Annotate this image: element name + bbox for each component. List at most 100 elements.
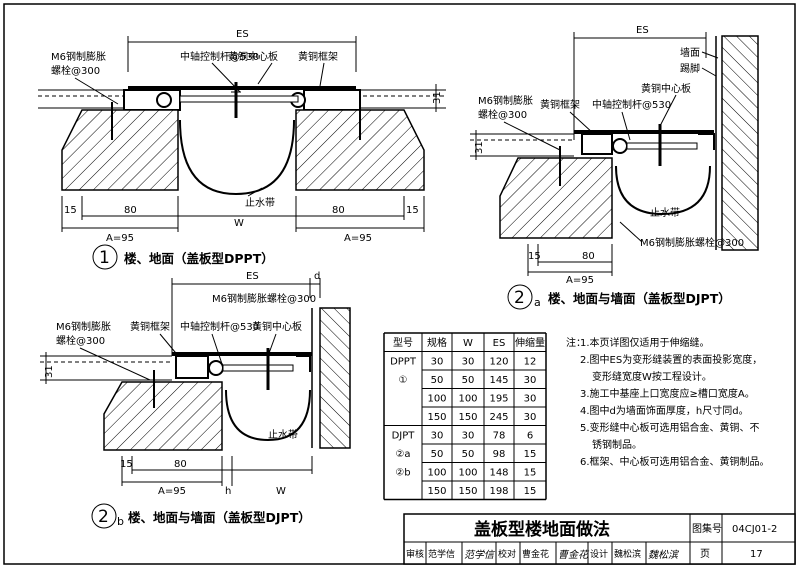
d1-rod-label: 中轴控制杆@530: [180, 50, 259, 63]
table-model-cell: DPPT: [390, 357, 417, 368]
d2a-dim-a95: A=95: [566, 275, 594, 286]
table-cell: 98: [493, 449, 506, 460]
note-line-5: 4.图中d为墙面饰面厚度，h尺寸同d。: [580, 404, 749, 417]
d1-number: 1: [99, 248, 110, 268]
d2a-water-stop-label: 止水带: [650, 207, 680, 219]
table-cell: 100: [427, 468, 446, 479]
d1-frame-label: 黄铜框架: [298, 50, 338, 63]
table-cell: 145: [489, 375, 508, 386]
check-label: 校对: [498, 548, 516, 560]
page-number: 17: [750, 549, 763, 560]
table-cell: 30: [431, 357, 444, 368]
d2b-dim-31: 31: [44, 365, 55, 378]
d2a-dim-15: 15: [528, 251, 541, 262]
note-line-4: 3.施工中基座上口宽度应≥槽口宽度A。: [580, 387, 755, 400]
table-cell: 100: [458, 394, 477, 405]
d2a-bolt-label-1: M6钢制膨胀: [478, 94, 533, 107]
d2a-es-label: ES: [636, 25, 649, 36]
d2b-sub: b: [117, 515, 124, 528]
title-block-title: 盖板型楼地面做法: [474, 519, 610, 540]
note-line-7: 锈钢制品。: [592, 438, 642, 451]
d2a-sub: a: [534, 296, 541, 309]
table-header-cell: 伸缩量: [515, 336, 545, 349]
table-cell: 148: [489, 468, 508, 479]
d1-dim-15b: 15: [406, 205, 419, 216]
d2a-title: 楼、地面与墙面（盖板型DJPT）: [548, 291, 731, 306]
review-label: 审核: [406, 548, 424, 560]
note-line-2: 2.图中ES为变形缝装置的表面投影宽度，: [580, 353, 762, 366]
table-model-cell: ②b: [395, 468, 410, 479]
table-cell: 120: [489, 357, 508, 368]
d2a-dim-80: 80: [582, 251, 595, 262]
table-cell: 198: [489, 486, 508, 497]
table-cell: 30: [431, 431, 444, 442]
table-model-cell: DJPT: [392, 431, 416, 442]
table-cell: 30: [462, 431, 475, 442]
table-cell: 30: [524, 375, 537, 386]
d2b-dim-w: W: [276, 486, 286, 497]
detail-2a: ES 墙面 踢脚 黄铜中心板 M6钢制膨胀 螺栓@300 黄铜框架 中轴控制杆@…: [470, 25, 759, 310]
d1-es-label: ES: [236, 29, 249, 40]
d2a-bolt-label-2: 螺栓@300: [478, 108, 527, 121]
atlas-label: 图集号: [692, 522, 722, 535]
note-line-6: 5.变形缝中心板可选用铝合金、黄铜、不: [580, 421, 760, 434]
table-cell: 195: [489, 394, 508, 405]
d1-title: 楼、地面（盖板型DPPT）: [124, 251, 274, 266]
table-cell: 150: [458, 412, 477, 423]
table-cell: 30: [462, 357, 475, 368]
d1-bolt-label-2: 螺栓@300: [51, 64, 100, 77]
d2b-dim-a95: A=95: [158, 486, 186, 497]
d2b-number: 2: [98, 507, 109, 527]
table-header-cell: 规格: [427, 336, 447, 349]
table-cell: 78: [493, 431, 506, 442]
designer-signature: 魏松滨: [648, 549, 680, 561]
d2b-title: 楼、地面与墙面（盖板型DJPT）: [128, 510, 311, 525]
designer-name: 魏松滨: [614, 548, 641, 560]
checker-name: 曹金花: [522, 548, 549, 560]
d2b-water-stop-label: 止水带: [268, 429, 298, 441]
detail-2b: ES d M6钢制膨胀螺栓@300 M6钢制膨胀 螺栓@300 黄铜框架 中轴控…: [40, 271, 351, 529]
note-line-3: 变形缝宽度W按工程设计。: [592, 370, 712, 383]
table-model-cell: ②a: [395, 449, 410, 460]
d1-dim-80b: 80: [332, 205, 345, 216]
d2b-d-label: d: [314, 271, 320, 282]
d2b-rod-label: 中轴控制杆@530: [180, 320, 259, 333]
table-cell: 245: [489, 412, 508, 423]
d1-dim-80a: 80: [124, 205, 137, 216]
table-cell: 6: [527, 431, 533, 442]
d2b-dim-15: 15: [120, 459, 133, 470]
table-header-cell: 型号: [393, 336, 413, 349]
title-block: 盖板型楼地面做法 图集号 04CJ01-2 审核 范学信 范学信 校对 曹金花 …: [403, 513, 796, 565]
table-cell: 15: [524, 449, 537, 460]
d1-dim-w: W: [234, 218, 244, 229]
table-cell: 50: [431, 449, 444, 460]
d1-dim-15a: 15: [64, 205, 77, 216]
table-cell: 100: [458, 468, 477, 479]
notes: 注： 1.本页详图仅适用于伸缩缝。 2.图中ES为变形缝装置的表面投影宽度， 变…: [566, 336, 770, 468]
table-cell: 150: [427, 412, 446, 423]
table-cell: 50: [462, 375, 475, 386]
d1-dim-a95b: A=95: [344, 233, 372, 244]
table-header-cell: ES: [493, 338, 506, 349]
table-cell: 15: [524, 486, 537, 497]
d2a-skirting-label: 踢脚: [680, 62, 700, 75]
design-label: 设计: [590, 548, 608, 560]
reviewer-name: 范学信: [428, 548, 455, 560]
table-cell: 30: [524, 394, 537, 405]
d2a-rod-label: 中轴控制杆@530: [592, 98, 671, 111]
table-cell: 150: [458, 486, 477, 497]
d2b-bolt-full-label: M6钢制膨胀螺栓@300: [212, 292, 316, 305]
atlas-number: 04CJ01-2: [732, 524, 777, 535]
table-cell: 150: [427, 486, 446, 497]
d2a-wall-label: 墙面: [680, 46, 700, 59]
d2b-bolt-label-2: 螺栓@300: [56, 334, 105, 347]
d2a-dim-31: 31: [474, 141, 485, 154]
d2a-number: 2: [514, 288, 525, 308]
note-line-8: 6.框架、中心板可选用铝合金、黄铜制品。: [580, 455, 770, 468]
d2a-center-plate-label: 黄铜中心板: [641, 82, 691, 95]
table-cell: 50: [431, 375, 444, 386]
table-cell: 12: [524, 357, 537, 368]
reviewer-signature: 范学信: [464, 549, 496, 561]
